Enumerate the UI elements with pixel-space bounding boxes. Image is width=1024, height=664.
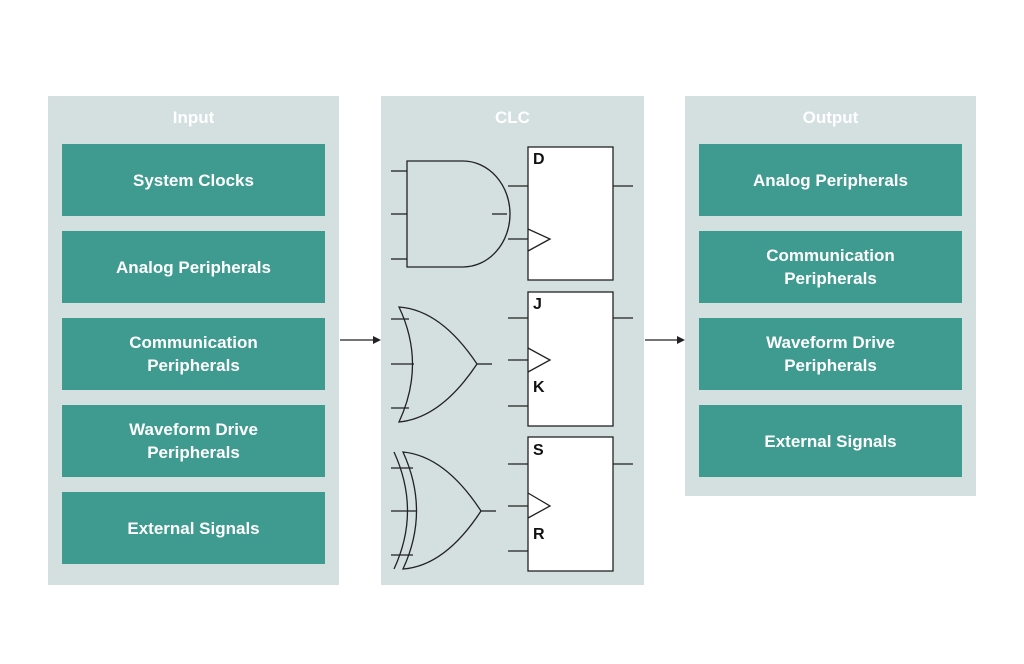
input-item-waveform-drive-peripherals: Waveform Drive Peripherals: [62, 405, 325, 477]
input-item-system-clocks: System Clocks: [62, 144, 325, 216]
clc-panel-title: CLC: [495, 108, 530, 127]
output-panel: Output Analog Peripherals Communication …: [685, 96, 976, 496]
input-panel: Input System Clocks Analog Peripherals C…: [48, 96, 339, 585]
jk-flip-flop-j-label: J: [533, 296, 542, 313]
jk-flip-flop: J K: [508, 291, 633, 427]
input-to-clc-arrow-icon: [340, 336, 381, 344]
output-item-waveform-drive-peripherals: Waveform Drive Peripherals: [699, 318, 962, 390]
input-panel-title: Input: [172, 108, 215, 127]
sr-flip-flop-r-label: R: [533, 526, 545, 543]
or-gate-icon: [391, 306, 492, 423]
clock-input-icon: [527, 228, 552, 252]
clock-input-icon: [527, 347, 552, 373]
sr-flip-flop: S R: [508, 436, 633, 572]
sr-flip-flop-s-label: S: [533, 442, 544, 459]
output-list: Analog Peripherals Communication Periphe…: [699, 144, 962, 492]
input-list: System Clocks Analog Peripherals Communi…: [62, 144, 325, 579]
jk-flip-flop-k-label: K: [533, 379, 545, 396]
clock-input-icon: [527, 492, 552, 519]
output-item-analog-peripherals: Analog Peripherals: [699, 144, 962, 216]
output-item-communication-peripherals: Communication Peripherals: [699, 231, 962, 303]
clc-panel: CLC: [381, 96, 644, 585]
output-panel-title: Output: [802, 108, 859, 127]
input-item-external-signals: External Signals: [62, 492, 325, 564]
xor-gate-icon: [391, 451, 496, 570]
and-gate-icon: [391, 160, 511, 268]
input-item-communication-peripherals: Communication Peripherals: [62, 318, 325, 390]
clc-to-output-arrow-icon: [645, 336, 685, 344]
input-item-analog-peripherals: Analog Peripherals: [62, 231, 325, 303]
clc-logic-diagram: D J K S R: [391, 146, 633, 572]
output-item-external-signals: External Signals: [699, 405, 962, 477]
d-flip-flop: D: [508, 146, 633, 281]
d-flip-flop-label: D: [533, 151, 545, 168]
